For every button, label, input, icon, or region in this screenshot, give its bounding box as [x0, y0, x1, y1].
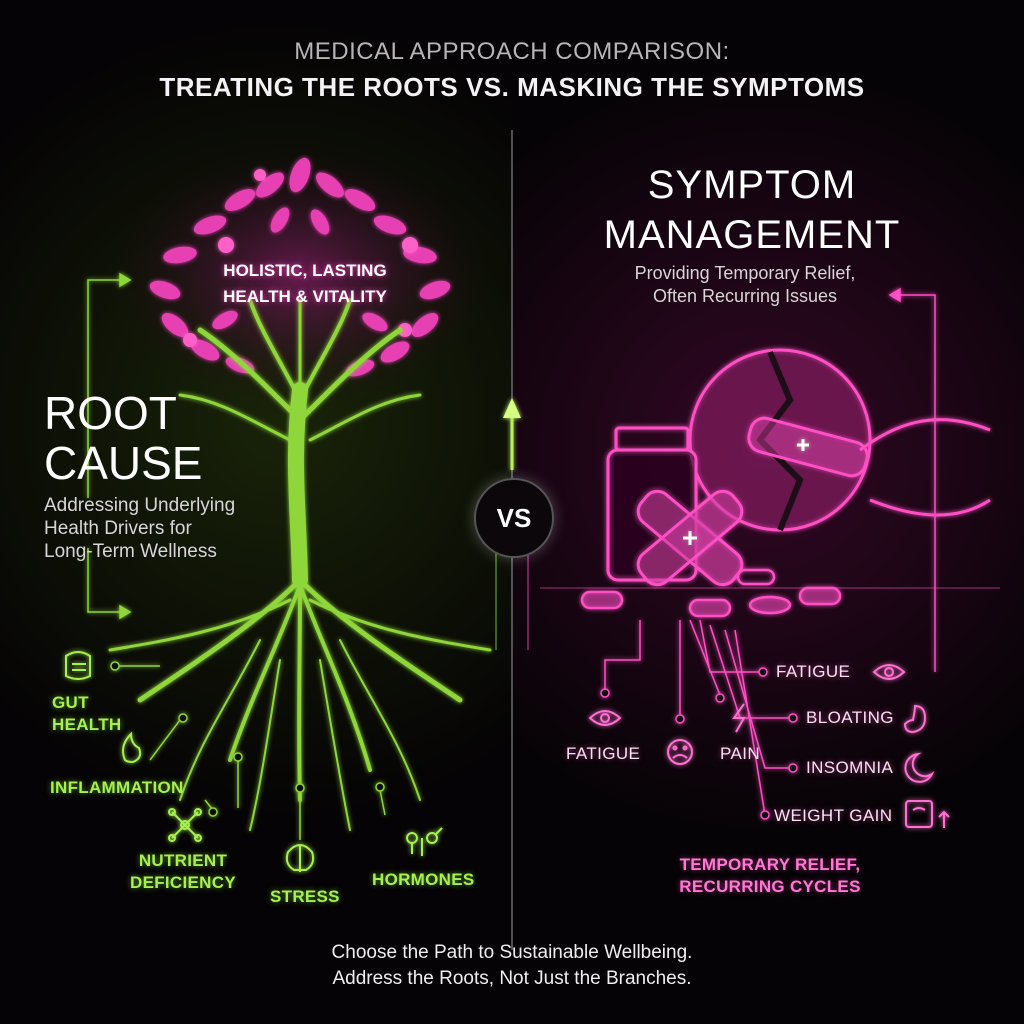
root-cause-subtitle-line1: Addressing Underlying	[44, 495, 236, 516]
factor-gut-health: GUT HEALTH	[52, 692, 121, 736]
tree-caption-line1: HOLISTIC, LASTING	[223, 261, 387, 280]
header-line1: MEDICAL APPROACH COMPARISON:	[294, 38, 730, 65]
symptom-title-line2: MANAGEMENT	[603, 213, 901, 257]
brain-icon	[285, 844, 315, 872]
pills-and-bandages-illustration	[580, 348, 991, 618]
vs-badge: VS	[474, 478, 554, 558]
symptom-bloating: BLOATING	[806, 708, 894, 727]
symptom-subtitle-line1: Providing Temporary Relief,	[634, 263, 856, 283]
symptom-fatigue-right: FATIGUE	[776, 662, 851, 681]
footer: Choose the Path to Sustainable Wellbeing…	[0, 940, 1024, 992]
temporary-relief-line1: TEMPORARY RELIEF,	[679, 855, 861, 874]
moon-sleep-icon	[904, 752, 935, 783]
eye-icon	[872, 664, 906, 680]
root-cause-title-line1: ROOT	[44, 387, 177, 439]
symptom-management-subtitle: Providing Temporary Relief, Often Recurr…	[580, 262, 910, 308]
sad-face-icon	[667, 739, 693, 765]
factor-gut-line1: GUT	[52, 693, 89, 712]
root-cause-title: ROOT CAUSE	[44, 388, 202, 488]
symptom-insomnia: INSOMNIA	[806, 758, 894, 777]
symptom-pain: PAIN	[720, 744, 761, 763]
symptom-management-title: SYMPTOM MANAGEMENT	[560, 160, 944, 260]
tree-caption-line2: HEALTH & VITALITY	[223, 287, 387, 306]
intestine-icon	[65, 651, 91, 680]
temporary-relief-line2: RECURRING CYCLES	[679, 877, 861, 896]
factor-hormones: HORMONES	[372, 870, 475, 889]
root-cause-title-line2: CAUSE	[44, 437, 203, 489]
tree-foliage	[149, 157, 451, 377]
footer-line1: Choose the Path to Sustainable Wellbeing…	[331, 942, 693, 963]
molecule-icon	[168, 808, 202, 842]
flame-icon	[122, 731, 142, 764]
symptom-fatigue-left: FATIGUE	[566, 744, 641, 763]
left-connectors	[87, 272, 386, 840]
temporary-relief-caption: TEMPORARY RELIEF, RECURRING CYCLES	[640, 854, 900, 898]
gender-hormone-icon	[406, 827, 443, 856]
symptom-weight-gain: WEIGHT GAIN	[774, 806, 893, 825]
factor-inflammation: INFLAMMATION	[50, 778, 184, 797]
factor-nutrient-deficiency: NUTRIENT DEFICIENCY	[130, 850, 236, 894]
factor-gut-line2: HEALTH	[52, 715, 122, 734]
tired-eye-icon	[588, 710, 622, 726]
stomach-icon	[903, 704, 927, 734]
factor-nutrient-line2: DEFICIENCY	[130, 873, 236, 892]
root-cause-subtitle: Addressing Underlying Health Drivers for…	[44, 494, 235, 563]
up-arrow-icon	[503, 398, 521, 470]
tree-illustration	[108, 145, 492, 831]
tree-caption: HOLISTIC, LASTING HEALTH & VITALITY	[190, 258, 420, 310]
tree-roots	[108, 577, 492, 831]
symptom-subtitle-line2: Often Recurring Issues	[652, 286, 838, 306]
symptom-title-line1: SYMPTOM	[647, 163, 857, 207]
scale-icon	[905, 800, 950, 828]
footer-line2: Address the Roots, Not Just the Branches…	[332, 968, 692, 989]
factor-nutrient-line1: NUTRIENT	[138, 851, 228, 870]
root-cause-subtitle-line2: Health Drivers for	[44, 518, 192, 539]
header-line2: TREATING THE ROOTS VS. MASKING THE SYMPT…	[159, 72, 865, 102]
factor-stress: STRESS	[270, 887, 340, 906]
lightning-pain-icon	[732, 703, 746, 733]
root-cause-subtitle-line3: Long-Term Wellness	[44, 541, 217, 562]
